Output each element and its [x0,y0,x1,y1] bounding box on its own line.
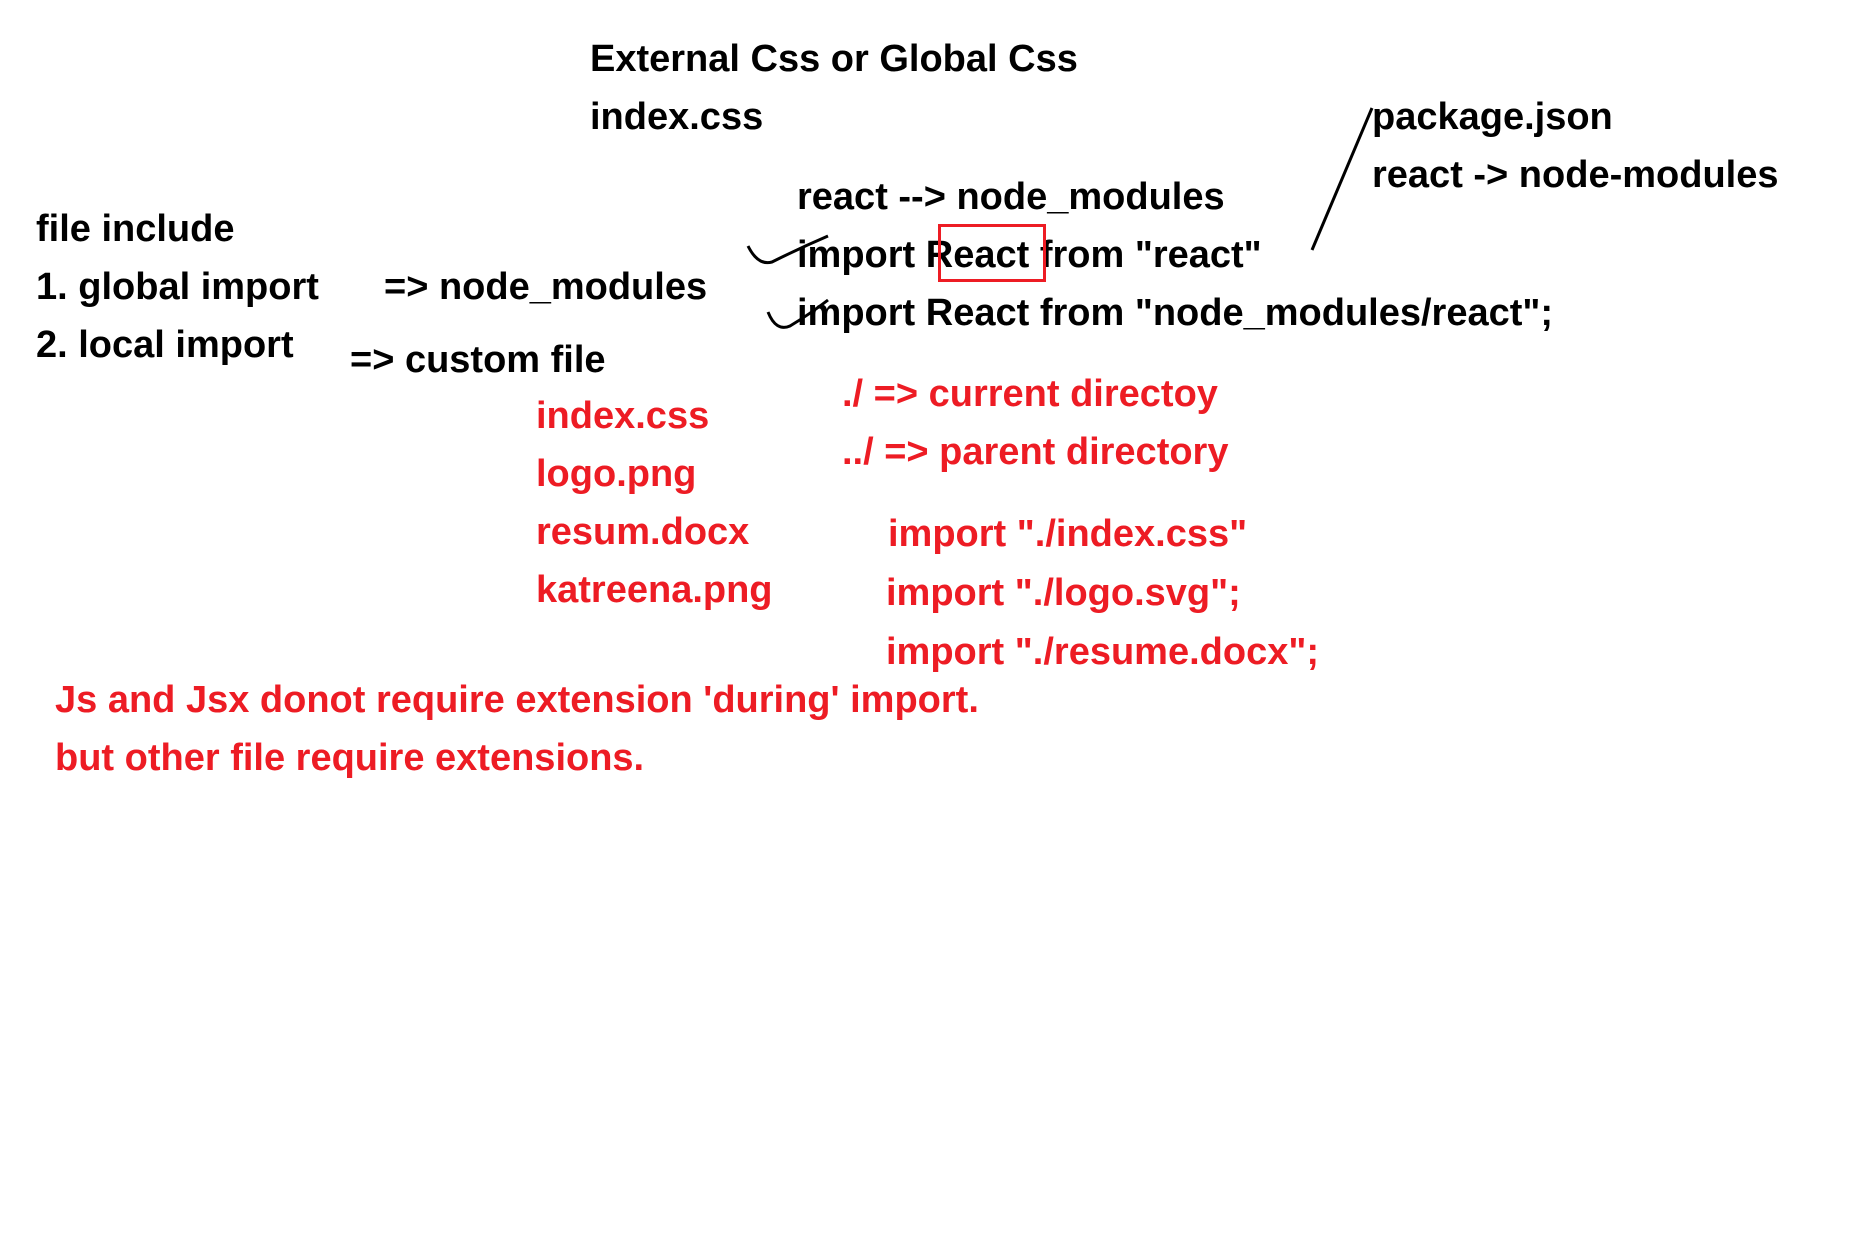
code-import-react-path: import React from "node_modules/react"; [797,292,1554,334]
note-package-json: package.json [1372,96,1613,138]
note-react-node-modules-right: react -> node-modules [1372,154,1779,196]
react-highlight-box [938,224,1046,282]
file-list-item: katreena.png [536,569,773,611]
note-local-import-arrow: => custom file [350,339,606,381]
note-react-node-modules: react --> node_modules [797,176,1225,218]
note-global-import: 1. global import [36,266,319,308]
note-parent-directory: ../ => parent directory [842,431,1229,473]
file-list-item: resum.docx [536,511,750,553]
note-extension-line1: Js and Jsx donot require extension 'duri… [55,679,979,721]
note-extension-line2: but other file require extensions. [55,737,645,779]
note-global-import-arrow: => node_modules [384,266,708,308]
note-current-directory: ./ => current directoy [842,373,1218,415]
code-import-line: import "./index.css" [888,513,1248,555]
file-list-item: logo.png [536,453,697,495]
heading-external-css: External Css or Global Css [590,38,1078,80]
code-import-line: import "./logo.svg"; [886,572,1241,614]
note-local-import: 2. local import [36,324,294,366]
code-import-line: import "./resume.docx"; [886,631,1320,673]
connector-stroke [1310,107,1374,251]
code-import-react: import React from "react" [797,234,1262,276]
file-list-item: index.css [536,395,710,437]
note-file-include: file include [36,208,235,250]
heading-index-css: index.css [590,96,764,138]
